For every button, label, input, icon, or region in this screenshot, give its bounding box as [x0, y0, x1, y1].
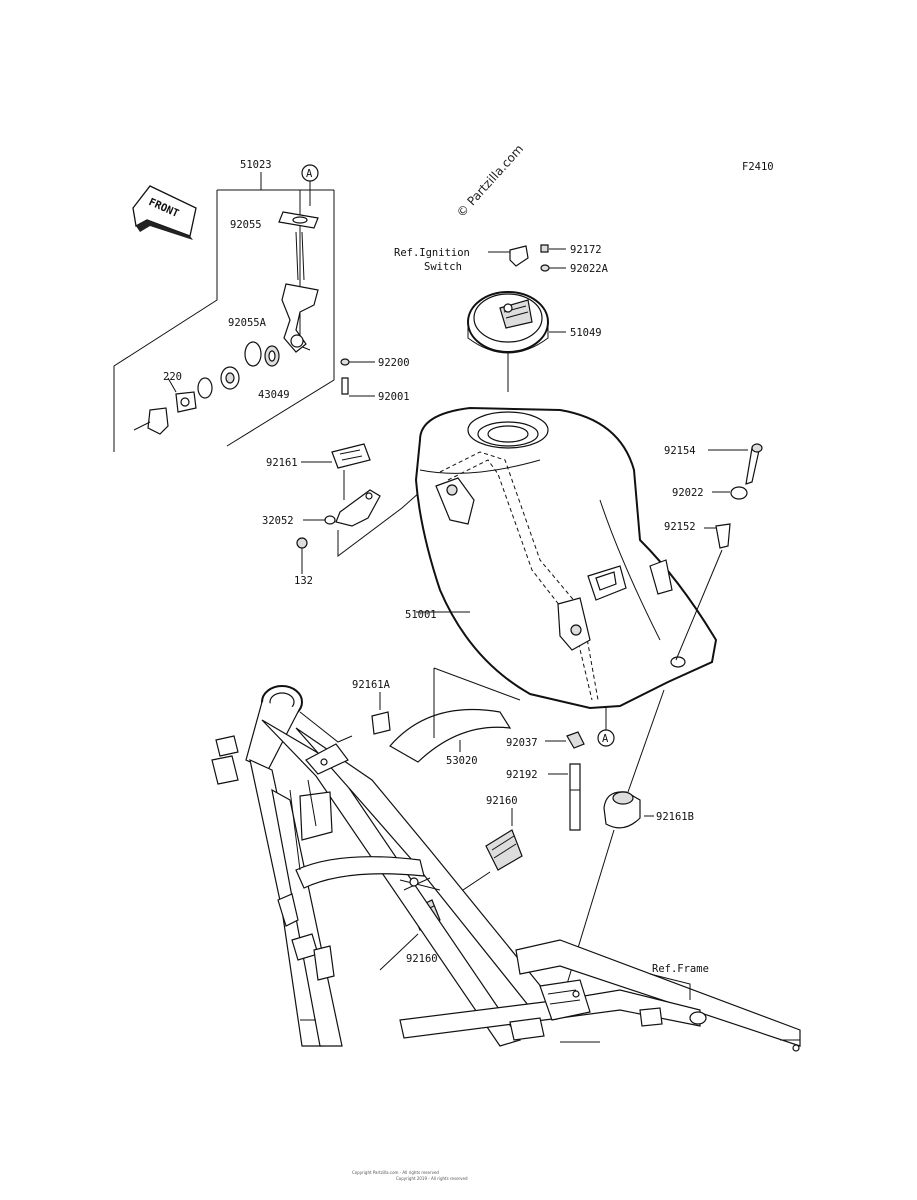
- label-92022A: 92022A: [570, 263, 609, 275]
- label-51023: 51023: [240, 159, 272, 171]
- label-220: 220: [163, 371, 182, 383]
- svg-text:A: A: [306, 168, 313, 180]
- ref-ignition-line1: Ref.Ignition: [394, 247, 470, 259]
- label-43049: 43049: [258, 389, 290, 401]
- label-32052: 32052: [262, 515, 294, 527]
- callout-a-bottom: A: [597, 706, 615, 747]
- footer-line2: Copyright 2019 - All rights reserved: [396, 1176, 468, 1181]
- callout-a-top: A: [301, 164, 319, 206]
- label-92001: 92001: [378, 391, 410, 403]
- label-92160-lower: 92160: [406, 953, 438, 965]
- watermark: © Partzilla.com: [454, 142, 526, 220]
- front-arrow-badge: FRONT: [132, 185, 197, 240]
- bracket-group: [296, 443, 421, 574]
- label-53020: 53020: [446, 755, 478, 767]
- label-92192: 92192: [506, 769, 538, 781]
- label-132: 132: [294, 575, 313, 587]
- svg-text:A: A: [602, 733, 609, 745]
- label-51001: 51001: [405, 609, 437, 621]
- label-92154: 92154: [664, 445, 696, 457]
- label-92161: 92161: [266, 457, 298, 469]
- label-92055A: 92055A: [228, 317, 267, 329]
- footer-line1: Copyright Partzilla.com - All rights res…: [352, 1170, 439, 1175]
- label-51049: 51049: [570, 327, 602, 339]
- ref-frame-label: Ref.Frame: [652, 963, 709, 975]
- fuel-cap-group: [467, 244, 566, 392]
- label-92037: 92037: [506, 737, 538, 749]
- frame: [211, 685, 801, 1052]
- diagram-code: F2410: [742, 161, 774, 173]
- label-92161B: 92161B: [656, 811, 694, 823]
- label-92200: 92200: [378, 357, 410, 369]
- label-92172: 92172: [570, 244, 602, 256]
- fuel-cock-group: [113, 172, 375, 452]
- fuel-tank: [414, 406, 718, 710]
- label-92055: 92055: [230, 219, 262, 231]
- label-92160-upper: 92160: [486, 795, 518, 807]
- label-92161A: 92161A: [352, 679, 391, 691]
- ref-ignition-line2: Switch: [424, 261, 462, 273]
- label-92022: 92022: [672, 487, 704, 499]
- label-92152: 92152: [664, 521, 696, 533]
- rear-mount-group: [675, 443, 763, 661]
